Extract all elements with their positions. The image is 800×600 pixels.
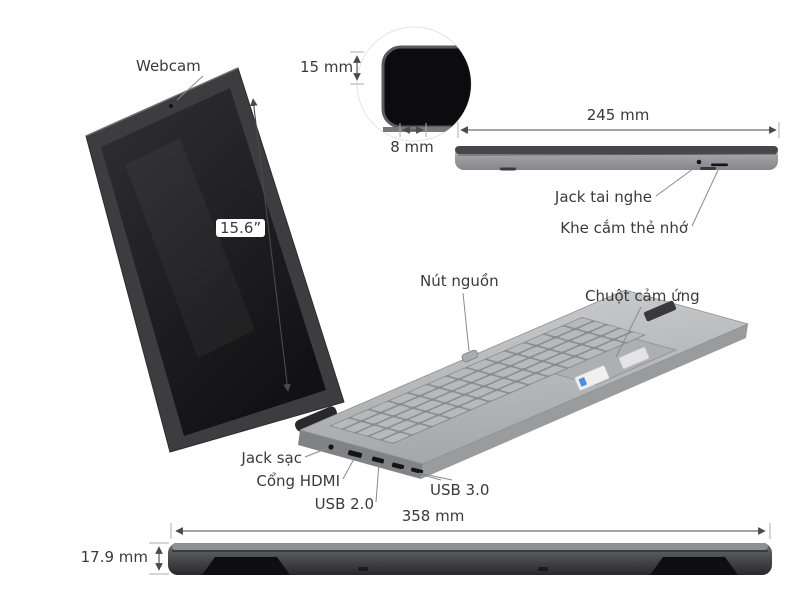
label-dim-245mm: 245 mm [586,106,650,124]
side-lid-edge [455,146,778,154]
hdmi-port-shape [347,450,363,458]
connector-power-button [462,292,470,352]
connector-charging-jack [304,447,329,458]
base-front-side [421,324,748,479]
lid-edge-strip [383,127,471,132]
screen-reflection [125,138,255,358]
power-button [461,349,479,363]
lid-corner [383,47,471,127]
headphone-jack-hole [696,159,702,165]
card-slot [711,163,728,167]
label-usb-2-0: USB 2.0 [314,495,374,513]
label-usb-3-0: USB 3.0 [430,481,490,499]
side-view [455,146,778,171]
label-dim-17-9mm: 17.9 mm [80,548,148,566]
side-foot-right [700,167,716,170]
charging-port [328,444,334,450]
bottom-pad-1 [358,567,368,571]
label-charging-jack: Jack sạc [241,449,302,467]
label-dim-8mm: 8 mm [390,138,434,156]
connector-headphone-jack [655,165,698,197]
label-dim-358mm: 358 mm [401,507,465,525]
bottom-foot-right [650,557,738,575]
connector-usb3-b [418,472,453,481]
connector-hdmi [342,456,356,480]
usb3-port-1 [391,462,405,470]
label-webcam: Webcam [136,57,201,75]
bezel-closeup [356,26,472,142]
bottom-view [168,543,772,575]
sticker-2 [618,347,650,369]
connector-usb2 [375,462,380,503]
label-connectors [176,75,720,503]
brand-badge [643,300,677,322]
label-screen-diagonal: 15.6” [216,219,266,237]
sticker-1 [574,365,610,391]
connector-usb3-a [400,468,442,481]
connector-webcam [176,75,204,101]
label-headphone-jack: Jack tai nghe [554,188,652,206]
label-hdmi-port: Cổng HDMI [256,472,340,490]
usb2-port-shape [371,456,385,464]
label-power-button: Nút nguồn [420,272,499,290]
hinge [294,406,338,432]
label-memory-card-slot: Khe cắm thẻ nhớ [560,219,688,237]
label-dim-15mm: 15 mm [300,58,354,76]
webcam-dot [167,102,175,110]
side-seam [457,153,777,156]
keyboard-keys [329,317,646,444]
dim-arrow-screen-diagonal [250,98,291,392]
connector-card-slot [691,167,720,227]
screen-top-edge [85,67,239,137]
bottom-foot-left [202,557,290,575]
connector-touchpad [615,306,642,358]
bottom-pad-2 [538,567,548,571]
dimension-ticks [149,51,780,575]
bottom-lid-strip [172,543,768,550]
dimension-arrows [155,55,777,571]
label-touchpad: Chuột cảm ứng [585,287,700,305]
side-foot-left [500,167,516,171]
